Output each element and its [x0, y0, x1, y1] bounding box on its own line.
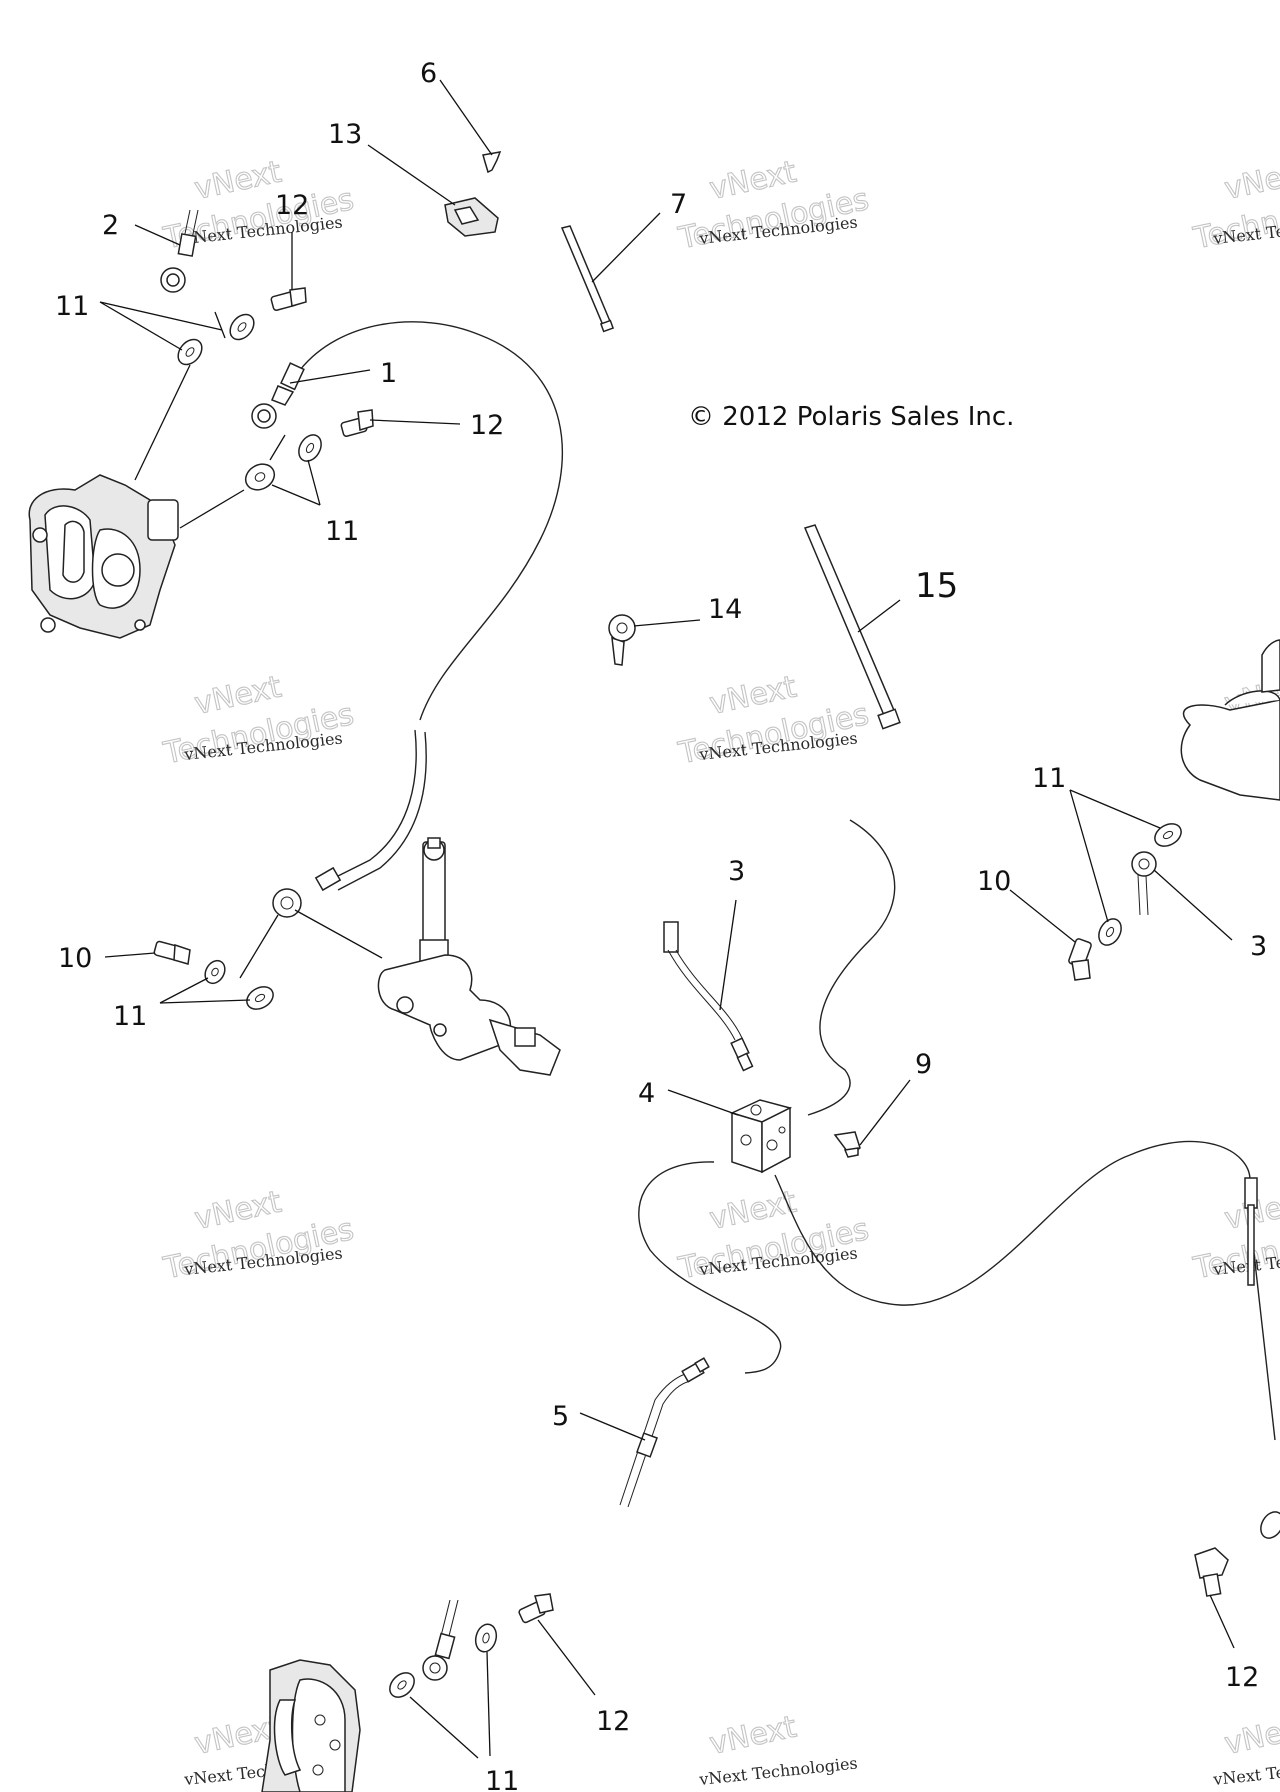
callout-11: 11	[1032, 763, 1066, 794]
callout-12: 12	[470, 410, 504, 441]
callout-labels: 6 13 7 2 12 11 1 12 11 14 15 11 10 3 3 1…	[55, 58, 1267, 1792]
callout-13: 13	[328, 119, 362, 150]
callout-2: 2	[102, 210, 119, 241]
banjo-fitting-3b	[1131, 851, 1157, 916]
brake-line-3a	[663, 921, 754, 1072]
bolt-12d	[1194, 1547, 1229, 1597]
callout-12: 12	[596, 1706, 630, 1737]
brake-line-5	[619, 1357, 710, 1508]
copyright-text: © 2012 Polaris Sales Inc.	[688, 402, 1014, 432]
brake-line-long	[774, 1140, 1251, 1306]
master-cylinder-rear	[1180, 639, 1280, 801]
svg-text:vNext: vNext	[1221, 1709, 1280, 1762]
callout-3: 3	[1250, 931, 1267, 962]
bolt-12b	[340, 409, 374, 437]
svg-text:vNext Technologies: vNext Technologies	[1211, 1753, 1280, 1789]
washer-11	[177, 338, 203, 366]
brake-hose-front	[299, 321, 564, 721]
brake-line-left	[638, 1161, 782, 1374]
banjo-fitting-mc	[272, 888, 302, 918]
banjo-fitting-2	[160, 209, 199, 293]
svg-text:vNext: vNext	[1221, 154, 1280, 207]
watermark: vNext	[706, 1709, 800, 1763]
callout-5: 5	[552, 1401, 569, 1432]
callout-11: 11	[113, 1001, 147, 1032]
master-cylinder	[377, 837, 561, 1076]
watermark-group: vNext Technologies vNext Technologies vN…	[160, 154, 1280, 1789]
washer-11	[246, 986, 274, 1010]
bolt-12a	[270, 287, 307, 311]
washer-11	[1154, 823, 1182, 847]
banjo-fitting-rear	[422, 1599, 459, 1681]
callout-10: 10	[977, 866, 1011, 897]
callout-3: 3	[728, 856, 745, 887]
callout-10: 10	[58, 943, 92, 974]
washer-11	[474, 1623, 498, 1653]
callout-12: 12	[275, 190, 309, 221]
bolt-12c	[518, 1593, 554, 1624]
distribution-block-4	[729, 1099, 793, 1174]
callout-11: 11	[55, 291, 89, 322]
svg-text:vNext: vNext	[706, 1709, 799, 1762]
callout-11: 11	[485, 1766, 519, 1792]
leader-lines	[99, 79, 1235, 1759]
brake-lines	[299, 321, 1276, 1441]
callout-6: 6	[420, 58, 437, 89]
brake-caliper-front	[28, 474, 179, 639]
cable-tie-15	[803, 524, 901, 730]
washer-11	[298, 434, 322, 462]
bolt-10a	[153, 940, 191, 965]
callout-12: 12	[1225, 1662, 1259, 1693]
callout-9: 9	[915, 1049, 932, 1080]
brake-line-right	[807, 819, 896, 1116]
clip-13	[444, 197, 499, 237]
screw-9	[833, 1131, 861, 1158]
brake-caliper-rear	[261, 1659, 361, 1792]
washer-11	[1098, 918, 1122, 946]
screw-6	[482, 151, 502, 174]
washer-11	[244, 463, 276, 491]
clip-14	[608, 614, 636, 666]
washer-11	[204, 959, 226, 985]
callout-11: 11	[325, 516, 359, 547]
washer-11	[229, 313, 255, 341]
banjo-fitting-1	[251, 362, 305, 429]
callout-4: 4	[638, 1078, 655, 1109]
callout-14: 14	[708, 594, 742, 625]
watermark: vNext	[1221, 1709, 1280, 1763]
callout-15: 15	[915, 566, 958, 606]
bolt-10b	[1068, 938, 1092, 981]
brake-hose-front-lower	[329, 729, 417, 881]
washer-11	[389, 1672, 415, 1698]
callout-7: 7	[670, 189, 687, 220]
callout-1: 1	[380, 358, 397, 389]
cable-tie-7	[560, 225, 615, 333]
